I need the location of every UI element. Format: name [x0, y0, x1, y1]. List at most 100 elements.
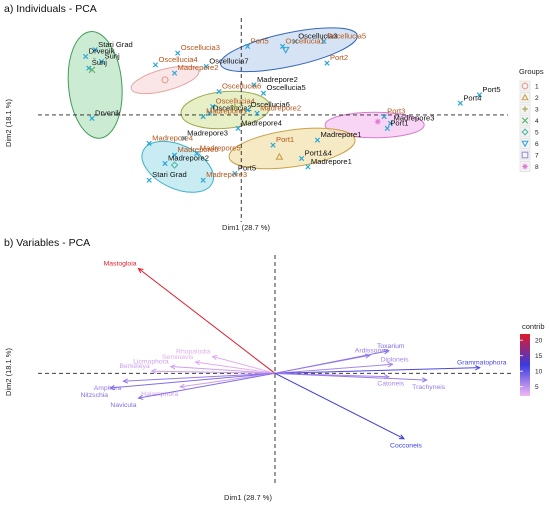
group-3-centroid	[231, 103, 238, 110]
individual-label: Stari Grad	[98, 40, 133, 49]
individual-label: Oscellucia4	[159, 55, 198, 64]
legend-key-box	[519, 126, 531, 138]
individual-point	[260, 90, 267, 96]
individuals-panel-title: a) Individuals - PCA	[4, 3, 97, 15]
individual-label: Madrepore1	[206, 107, 247, 116]
legend-group-8-icon	[522, 163, 528, 170]
individual-label: Stari Grad	[152, 170, 187, 179]
variable-arrow	[274, 372, 405, 440]
contrib-tick-label: 10	[535, 369, 543, 376]
contrib-color-bar	[520, 334, 530, 396]
group-1-ellipse	[324, 111, 425, 139]
group-1-centroid	[161, 76, 169, 84]
variable-arrowhead	[421, 377, 428, 383]
legend-group-label: 4	[535, 118, 539, 125]
individual-point	[270, 142, 276, 148]
individual-label: Šunj	[105, 51, 121, 60]
individual-label: Oscellucia7	[209, 56, 248, 65]
legend-group-7-icon	[521, 151, 529, 159]
legend-group-label: 3	[535, 107, 539, 114]
variables-panel-title: b) Variables - PCA	[4, 237, 90, 249]
variable-arrow	[138, 372, 276, 399]
individual-point	[171, 152, 178, 158]
individual-label: Drvenik	[89, 46, 115, 55]
individual-point	[235, 125, 241, 131]
individual-label: Oscellucia2	[212, 103, 251, 112]
individual-point	[146, 177, 152, 183]
individual-point	[203, 63, 209, 70]
variable-arrow	[274, 367, 480, 374]
individual-point	[216, 88, 222, 95]
variable-arrow	[274, 372, 427, 381]
variable-arrowhead	[475, 365, 481, 371]
individuals-plot: Stari GradDrvenikŠunjŠunjDrvenikOscelluc…	[38, 18, 508, 222]
group-3-ellipse	[180, 90, 271, 130]
individual-label: Madrepore3	[206, 170, 247, 179]
individual-point	[210, 103, 216, 110]
individual-point	[181, 135, 187, 142]
variable-label: Seminavis	[162, 354, 194, 361]
group-5-centroid	[170, 161, 179, 169]
legend-group-label: 7	[535, 153, 539, 160]
individual-point	[98, 58, 105, 65]
variable-label: Grammatophora	[457, 360, 507, 367]
variable-label: Toxarium	[377, 343, 405, 350]
variable-label: Amphora	[94, 385, 122, 392]
variable-label: Mastogloia	[104, 261, 137, 268]
legend-key-box	[519, 80, 531, 92]
individual-point	[89, 115, 95, 121]
legend-group-6-icon	[521, 140, 529, 148]
individual-point	[476, 92, 483, 98]
variable-arrowhead	[122, 378, 129, 384]
individual-point	[171, 70, 178, 76]
variable-arrow	[123, 372, 276, 382]
variable-arrowhead	[150, 368, 157, 374]
variable-arrowhead	[364, 353, 371, 359]
variable-arrow	[195, 361, 276, 374]
variables-ylabel: Dim2 (18.1 %)	[4, 348, 13, 396]
individual-label: Port1	[390, 118, 408, 127]
individual-point	[384, 125, 390, 131]
legend-group-1-icon	[521, 82, 529, 90]
variable-arrowhead	[137, 267, 144, 274]
legend-group-label: 1	[535, 84, 539, 91]
individual-point	[86, 65, 92, 71]
individual-label: Port5	[251, 36, 269, 45]
variable-arrowhead	[398, 434, 405, 440]
individual-point	[146, 140, 152, 147]
variable-label: Navicula	[110, 402, 136, 409]
group-6-centroid	[281, 46, 290, 54]
variable-arrow	[212, 355, 276, 374]
variable-label: Licmophora	[133, 359, 169, 366]
individual-label: Oscellucia3	[181, 43, 220, 52]
individual-label: Oscellucia4	[216, 97, 255, 106]
legend-key-box	[519, 138, 531, 149]
legend-group-label: 8	[535, 164, 539, 171]
individual-point	[194, 150, 200, 157]
variable-arrow	[110, 372, 276, 389]
individual-label: Madrepore6	[178, 145, 219, 154]
individual-point	[321, 38, 327, 45]
individual-point	[254, 110, 260, 116]
individual-point	[244, 107, 251, 113]
group-2-centroid	[275, 152, 284, 160]
individual-point	[92, 47, 98, 53]
legend-group-5-icon	[521, 128, 529, 136]
individual-label: Madrepore1	[311, 157, 352, 166]
individual-label: Madrepore1	[320, 130, 361, 139]
individual-point	[324, 60, 330, 66]
variable-label: Catoneis	[377, 381, 404, 388]
individuals-xlabel: Dim1 (28.7 %)	[222, 223, 270, 232]
variable-label: Cocconeis	[390, 443, 422, 450]
individual-label: Port1	[276, 135, 294, 144]
legend-group-3-icon	[522, 106, 528, 112]
variable-label: Trachyneis	[412, 384, 446, 391]
individual-label: Drvenik	[95, 108, 121, 117]
group-4-centroid	[88, 66, 96, 74]
legend-group-label: 6	[535, 141, 539, 148]
groups-legend-title: Groups	[519, 67, 544, 76]
contrib-tick-label: 20	[535, 338, 543, 345]
